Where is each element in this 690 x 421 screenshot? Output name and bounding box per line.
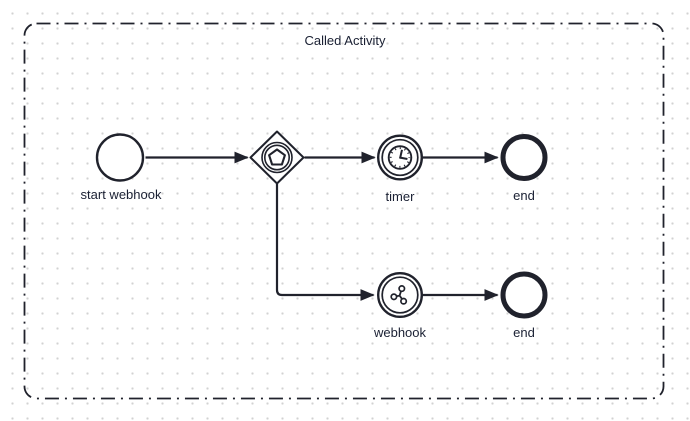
start-event-label: start webhook — [81, 187, 162, 202]
frame-title: Called Activity — [305, 33, 386, 48]
start-event[interactable] — [95, 133, 145, 182]
timer-event-label: timer — [386, 189, 416, 204]
flow-gateway-to-webhook[interactable] — [275, 184, 375, 301]
end-event-top-label: end — [513, 188, 535, 203]
called-activity-frame[interactable] — [23, 22, 665, 400]
end-event-top[interactable] — [500, 134, 548, 181]
timer-event[interactable] — [377, 134, 424, 181]
pentagon-icon — [268, 148, 286, 166]
webhook-event[interactable] — [377, 272, 424, 319]
webhook-event-label: webhook — [373, 325, 427, 340]
clock-icon — [387, 145, 413, 170]
event-based-gateway[interactable] — [249, 130, 305, 185]
end-event-bottom[interactable] — [500, 271, 548, 319]
end-event-bottom-label: end — [513, 325, 535, 340]
webhook-icon — [390, 285, 408, 305]
